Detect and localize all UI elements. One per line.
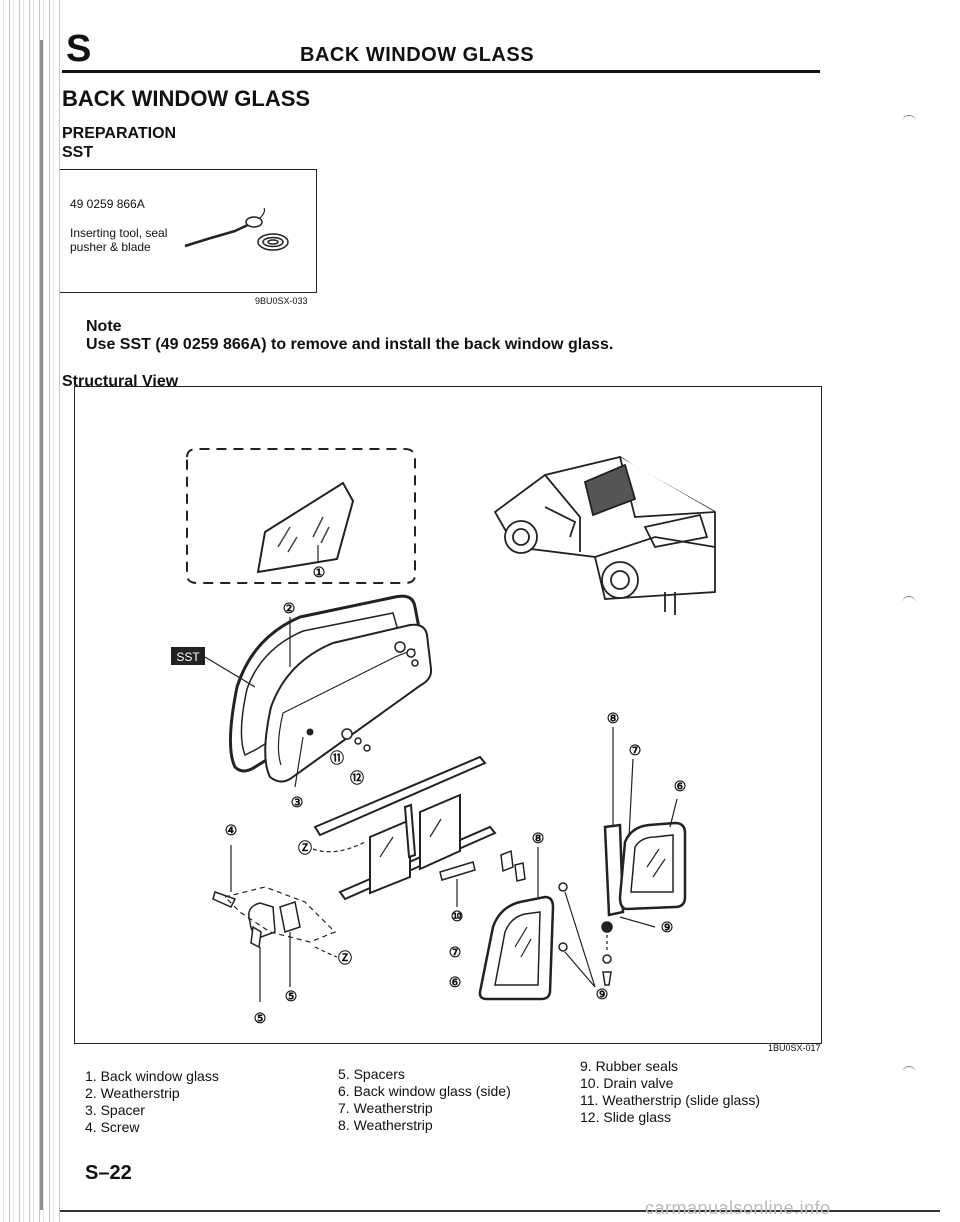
sst-figure-ref: 9BU0SX-033 [255,296,308,306]
structural-view-figure: SST [74,386,822,1044]
legend-item: 10. Drain valve [580,1075,674,1091]
note-text: Use SST (49 0259 866A) to remove and ins… [86,336,614,353]
note-heading: Note [86,318,122,335]
legend-item: 5. Spacers [338,1066,405,1082]
section-letter: S [66,28,92,70]
callout-9a: ⑨ [661,919,674,935]
callout-9b: ⑨ [596,986,609,1002]
header-rule [62,70,820,73]
screw-and-spacers [212,891,301,949]
binding-shadow [40,40,43,1210]
page-number: S–22 [85,1162,132,1184]
legend-item: 9. Rubber seals [580,1058,679,1074]
rubber-seals [558,882,613,986]
slide-glass-assembly [313,755,497,901]
legend-item: 4. Screw [85,1119,140,1135]
side-glass-lower [478,895,555,1001]
inset-frame [186,448,416,584]
side-glass-right [603,821,687,917]
callout-11: ⑪ [330,750,344,766]
callout-7b: ⑦ [449,944,462,960]
sst-tag [171,647,205,665]
back-window-glass-1 [256,481,355,574]
callout-12: ⑫ [350,770,364,786]
inserting-tool-illustration [184,207,289,251]
pickup-truck-illustration [493,456,716,615]
sst-table [60,169,317,293]
callout-labels: ① ② ③ ④ ⑤ ⑤ ⑥ ⑥ ⑦ ⑦ ⑧ ⑧ ⑨ ⑨ ⑩ ⑪ ⑫ Ⓩ Ⓩ [225,564,687,1026]
page-title: BACK WINDOW GLASS [62,86,311,111]
legend-item: 1. Back window glass [85,1068,219,1084]
callout-6a: ⑥ [674,778,687,794]
figure-ref: 1BU0SX-017 [768,1043,821,1053]
callout-10: ⑩ [451,908,464,924]
exploded-view-diagram: SST [171,448,716,1026]
sst-part-number: 49 0259 866A [70,197,145,211]
callout-1: ① [313,564,326,580]
callout-5a: ⑤ [285,988,298,1004]
callout-4: ④ [225,822,238,838]
legend-column-1: 1. Back window glass 2. Weatherstrip 3. … [85,1068,219,1136]
legend-column-2: 5. Spacers 6. Back window glass (side) 7… [338,1066,511,1134]
sst-description: Inserting tool, seal pusher & blade [70,226,168,254]
callout-5b: ⑤ [254,1010,267,1026]
callout-z-b: Ⓩ [338,950,352,966]
drain-valve [439,849,526,882]
callout-7a: ⑦ [629,742,642,758]
structural-view-title: Structural View [62,373,179,390]
callout-8b: ⑧ [532,830,545,846]
legend-item: 6. Back window glass (side) [338,1083,511,1099]
legend-item: 2. Weatherstrip [85,1085,180,1101]
legend-item: 12. Slide glass [580,1109,672,1125]
callout-2: ② [283,600,296,616]
sst-tag-label: SST [176,650,200,664]
watermark: carmanualsonline.info [645,1198,831,1218]
header-title: BACK WINDOW GLASS [300,44,535,66]
margin-mark [902,596,916,606]
legend-item: 7. Weatherstrip [338,1100,433,1116]
screws-spacers [341,641,419,752]
page-binding-edge [0,0,60,1222]
legend-item: 8. Weatherstrip [338,1117,433,1133]
back-window-assembly [229,594,433,783]
callout-z-a: Ⓩ [298,840,312,856]
legend-column-3: 9. Rubber seals 10. Drain valve 11. Weat… [580,1058,760,1126]
preparation-heading: PREPARATION SST [62,124,176,162]
sst-label: SST [62,144,94,161]
callout-6b: ⑥ [449,974,462,990]
margin-mark [902,1066,916,1076]
callout-3: ③ [291,794,304,810]
legend-item: 3. Spacer [85,1102,145,1118]
margin-mark [902,115,916,125]
legend-item: 11. Weatherstrip (slide glass) [580,1092,760,1108]
preparation-label: PREPARATION [62,125,177,142]
bottom-rule [60,1210,940,1212]
callout-8a: ⑧ [607,710,620,726]
